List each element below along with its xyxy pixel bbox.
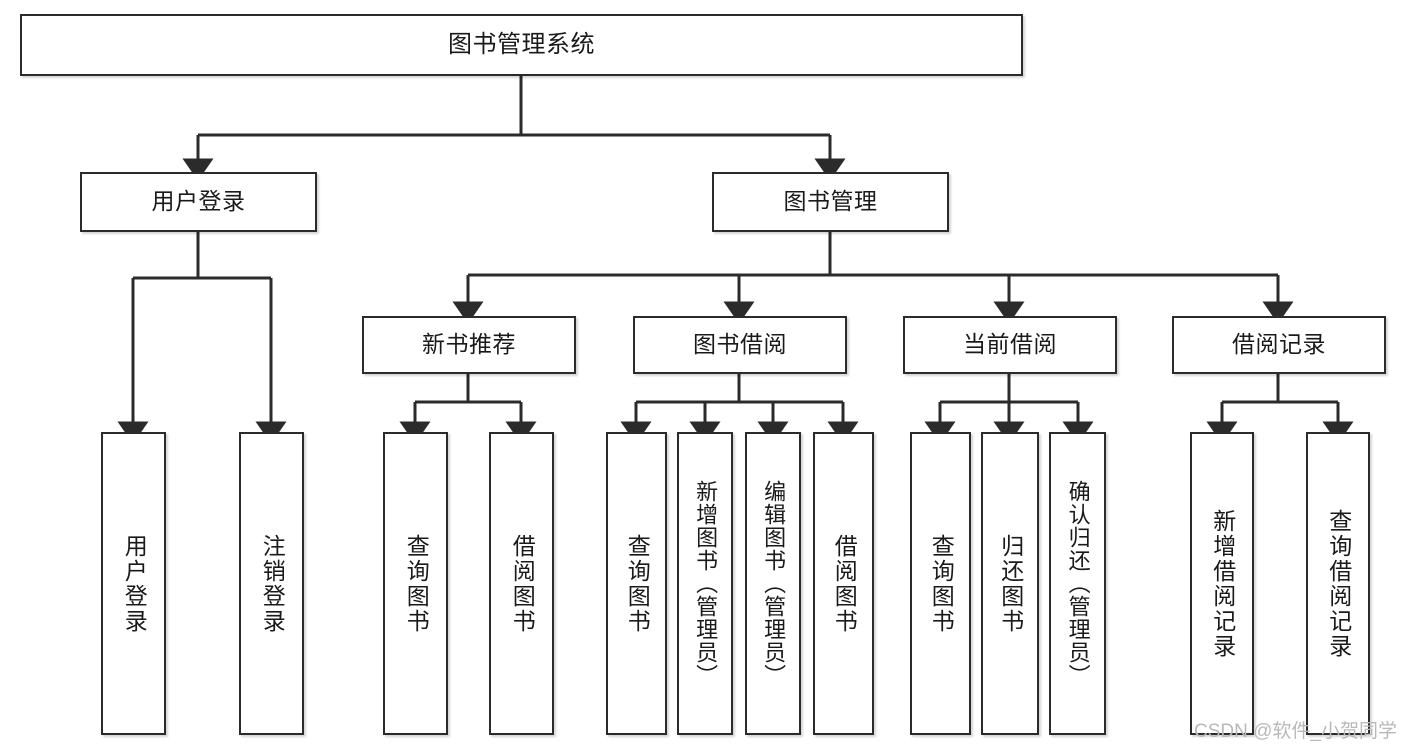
node-label: 用户登录 (151, 188, 246, 215)
leaf-new-book-borrow-books[interactable]: 借阅图书 (489, 432, 554, 735)
leaf-book-borrow-borrow-books[interactable]: 借阅图书 (813, 432, 874, 735)
node-label: 注销登录 (259, 533, 286, 634)
node-root-book-management-system[interactable]: 图书管理系统 (20, 14, 1023, 76)
node-label: 图书借阅 (693, 331, 787, 358)
node-new-book-recommendation[interactable]: 新书推荐 (362, 316, 576, 374)
node-borrowing-record[interactable]: 借阅记录 (1172, 316, 1386, 374)
node-label: 新增借阅记录 (1209, 508, 1236, 659)
node-label: 借阅记录 (1232, 331, 1326, 358)
node-book-management[interactable]: 图书管理 (712, 172, 949, 232)
node-user-login[interactable]: 用户登录 (80, 172, 317, 232)
node-label: 借阅图书 (831, 533, 858, 634)
leaf-book-borrow-add-book-admin[interactable]: 新增图书（管理员） (677, 432, 733, 735)
node-current-borrowing[interactable]: 当前借阅 (903, 316, 1117, 374)
node-label: 编辑图书（管理员） (761, 480, 787, 687)
leaf-book-borrow-query-books[interactable]: 查询图书 (606, 432, 667, 735)
leaf-current-borrow-query-books[interactable]: 查询图书 (910, 432, 971, 735)
node-label: 新增图书（管理员） (693, 480, 719, 687)
leaf-book-borrow-edit-book-admin[interactable]: 编辑图书（管理员） (745, 432, 801, 735)
node-label: 新书推荐 (422, 331, 516, 358)
leaf-borrow-record-query-record[interactable]: 查询借阅记录 (1306, 432, 1370, 735)
leaf-borrow-record-add-record[interactable]: 新增借阅记录 (1190, 432, 1254, 735)
leaf-user-login-login[interactable]: 用户登录 (101, 432, 166, 735)
node-label: 图书管理 (783, 188, 878, 215)
leaf-current-borrow-confirm-return-admin[interactable]: 确认归还（管理员） (1049, 432, 1106, 735)
node-label: 查询图书 (928, 533, 955, 634)
node-label: 查询借阅记录 (1325, 508, 1352, 659)
leaf-new-book-query-books[interactable]: 查询图书 (383, 432, 448, 735)
node-label: 归还图书 (997, 533, 1024, 634)
node-label: 借阅图书 (509, 533, 536, 634)
leaf-current-borrow-return-books[interactable]: 归还图书 (981, 432, 1039, 735)
node-label: 确认归还（管理员） (1065, 480, 1091, 687)
node-book-borrowing[interactable]: 图书借阅 (633, 316, 847, 374)
leaf-user-login-logout[interactable]: 注销登录 (239, 432, 304, 735)
node-label: 当前借阅 (963, 331, 1057, 358)
node-label: 查询图书 (624, 533, 651, 634)
node-label: 用户登录 (121, 533, 148, 634)
node-label: 查询图书 (403, 533, 430, 634)
csdn-watermark: CSDN @软件_小贺同学 (1194, 721, 1397, 742)
node-label: 图书管理系统 (448, 30, 595, 58)
